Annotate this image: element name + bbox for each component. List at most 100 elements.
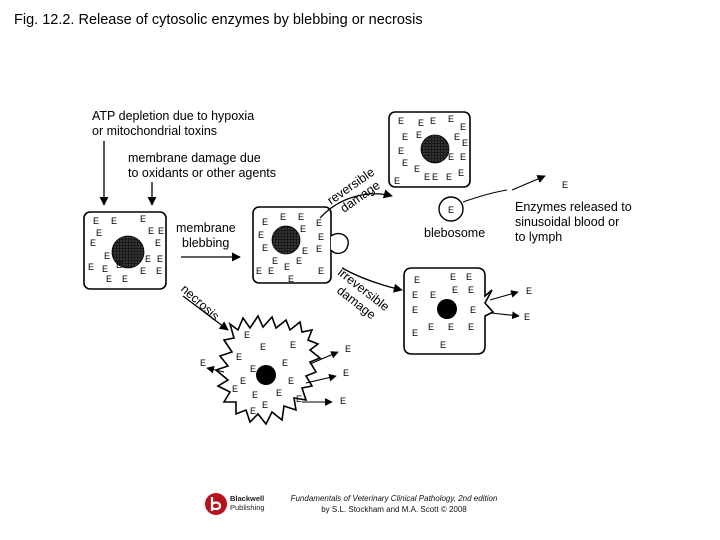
enzyme-marker: E [440,340,446,350]
enzyme-marker: E [116,260,122,270]
enzyme-marker: E [288,274,294,284]
enzyme-marker: E [240,376,246,386]
enzyme-marker: E [412,290,418,300]
citation: Fundamentals of Veterinary Clinical Path… [278,493,510,515]
enzyme-marker: E [200,358,206,368]
enzyme-marker: E [102,264,108,274]
nucleus [271,225,301,255]
enzyme-marker: E [262,243,268,253]
enzyme-marker: E [140,266,146,276]
arrow-necrosis-leak-1 [309,351,339,365]
enzyme-marker: E [432,172,438,182]
label-membrane-blebbing-line2: blebbing [182,236,230,250]
label-atp-depletion-line1: ATP depletion due to hypoxia [92,109,255,123]
enzyme-marker: E [468,322,474,332]
enzyme-marker: E [458,168,464,178]
enzyme-marker: E [562,180,568,190]
enzyme-marker: E [256,266,262,276]
arrow-necrosis-leak-2 [305,373,337,384]
enzyme-marker: E [302,246,308,256]
enzyme-marker: E [250,406,256,416]
enzyme-marker: E [394,176,400,186]
enzyme-marker: E [414,164,420,174]
arrow-enzyme-release [511,175,546,191]
label-atp-depletion-line2: or mitochondrial toxins [92,124,218,138]
enzyme-marker: E [258,230,264,240]
enzyme-marker: E [158,226,164,236]
enzyme-marker: E [316,218,322,228]
enzyme-marker: E [88,262,94,272]
enzyme-marker: E [448,152,454,162]
enzyme-marker: E [250,364,256,374]
enzyme-marker: E [268,266,274,276]
enzyme-marker: E [430,116,436,126]
citation-line2: by S.L. Stockham and M.A. Scott © 2008 [321,505,467,514]
enzyme-marker: E [412,328,418,338]
enzyme-marker: E [398,146,404,156]
enzyme-marker: E [272,256,278,266]
enzyme-marker: E [468,285,474,295]
enzyme-marker: E [452,285,458,295]
enzyme-marker: E [466,272,472,282]
enzyme-marker: E [318,232,324,242]
blackwell-logo-icon [205,493,227,515]
svg-text:E: E [448,205,454,215]
enzyme-marker: E [296,256,302,266]
publisher-name-line1: Blackwell [230,494,265,503]
label-enzymes-line2: sinusoidal blood or [515,215,620,229]
enzyme-marker: E [412,305,418,315]
enzyme-marker: E [93,216,99,226]
arrow-leak-2 [490,311,520,320]
enzyme-marker: E [252,390,258,400]
label-membrane-blebbing-line1: membrane [176,221,236,235]
enzyme-marker: E [148,226,154,236]
enzyme-marker: E [450,272,456,282]
enzyme-marker: E [414,275,420,285]
blebosome: E [438,196,464,222]
enzyme-marker: E [343,368,349,378]
enzyme-marker: E [418,118,424,128]
enzyme-marker: E [300,224,306,234]
nucleus [111,235,145,269]
enzyme-marker: E [156,266,162,276]
nucleus [420,134,450,164]
enzyme-marker: E [526,286,532,296]
figure-title: Fig. 12.2. Release of cytosolic enzymes … [14,12,423,28]
arrow-reversible [319,189,393,219]
enzyme-marker: E [122,274,128,284]
enzyme-marker: E [140,214,146,224]
enzyme-marker: E [316,244,322,254]
enzyme-marker: E [454,132,460,142]
enzyme-marker: E [111,216,117,226]
label-membrane-damage-line1: membrane damage due [128,151,261,165]
enzyme-marker: E [460,152,466,162]
enzyme-marker: E [524,312,530,322]
enzyme-marker: E [244,330,250,340]
label-blebosome: blebosome [424,226,486,240]
enzyme-marker: E [106,274,112,284]
arrow-bleb-release [462,189,508,203]
enzyme-marker: E [280,212,286,222]
enzyme-marker: E [470,305,476,315]
enzyme-marker: E [282,358,288,368]
enzyme-marker: E [90,238,96,248]
nucleus [256,365,276,385]
enzyme-marker: E [298,212,304,222]
enzyme-marker: E [424,172,430,182]
citation-line1: Fundamentals of Veterinary Clinical Path… [290,494,498,503]
publisher-logo: Blackwell Publishing [204,491,270,517]
enzyme-marker: E [260,342,266,352]
enzyme-marker: E [145,254,151,264]
enzyme-marker: E [345,344,351,354]
enzyme-marker: E [402,158,408,168]
enzyme-marker: E [104,251,110,261]
enzyme-marker: E [402,132,408,142]
enzyme-marker: E [318,266,324,276]
label-necrosis: necrosis [178,282,222,324]
arrow-irreversible [341,267,403,293]
enzyme-marker: E [428,322,434,332]
